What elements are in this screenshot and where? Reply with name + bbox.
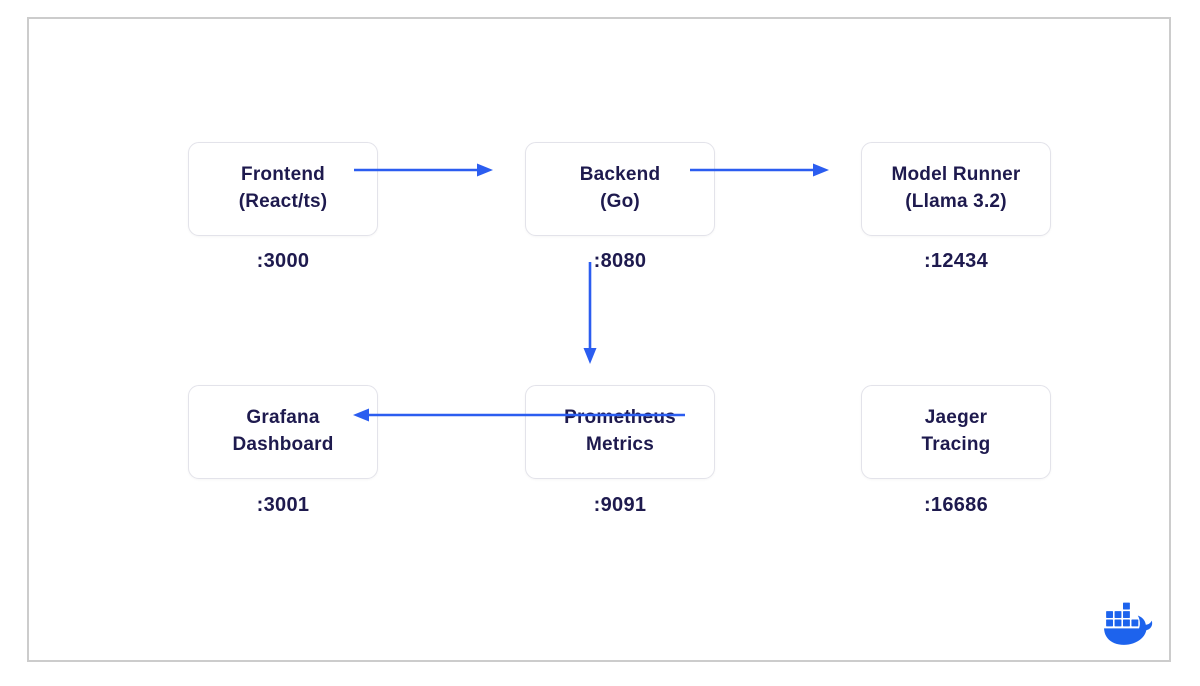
port-label-prometheus: :9091 bbox=[593, 494, 647, 516]
port-label-grafana: :3001 bbox=[256, 494, 310, 516]
port-label-backend: :8080 bbox=[593, 250, 647, 272]
node-model-runner: Model Runner (Llama 3.2) bbox=[861, 142, 1051, 236]
node-backend-label-line2: (Go) bbox=[600, 191, 640, 212]
port-label-frontend: :3000 bbox=[256, 250, 310, 272]
node-frontend-label-line2: (React/ts) bbox=[238, 191, 328, 212]
node-model-runner-label-line1: Model Runner bbox=[891, 164, 1021, 186]
docker-whale-icon bbox=[1104, 602, 1153, 645]
port-label-model-runner: :12434 bbox=[923, 250, 989, 272]
node-jaeger: Jaeger Tracing bbox=[861, 385, 1051, 479]
node-grafana-label-line2: Dashboard bbox=[232, 434, 334, 455]
node-jaeger-label-line1: Jaeger bbox=[924, 407, 988, 429]
diagram-card: Frontend (React/ts) Backend (Go) Model R… bbox=[27, 17, 1171, 662]
node-frontend: Frontend (React/ts) bbox=[188, 142, 378, 236]
node-grafana: Grafana Dashboard bbox=[188, 385, 378, 479]
port-label-jaeger: :16686 bbox=[923, 494, 989, 516]
node-grafana-label-line1: Grafana bbox=[246, 407, 320, 429]
node-prometheus-label-line2: Metrics bbox=[586, 434, 654, 455]
node-frontend-label-line1: Frontend bbox=[241, 164, 325, 186]
node-jaeger-label-line2: Tracing bbox=[921, 434, 991, 455]
node-backend-label-line1: Backend bbox=[579, 164, 661, 186]
node-model-runner-label-line2: (Llama 3.2) bbox=[905, 191, 1007, 212]
node-prometheus-label-line1: Prometheus bbox=[564, 407, 676, 429]
node-prometheus: Prometheus Metrics bbox=[525, 385, 715, 479]
node-backend: Backend (Go) bbox=[525, 142, 715, 236]
